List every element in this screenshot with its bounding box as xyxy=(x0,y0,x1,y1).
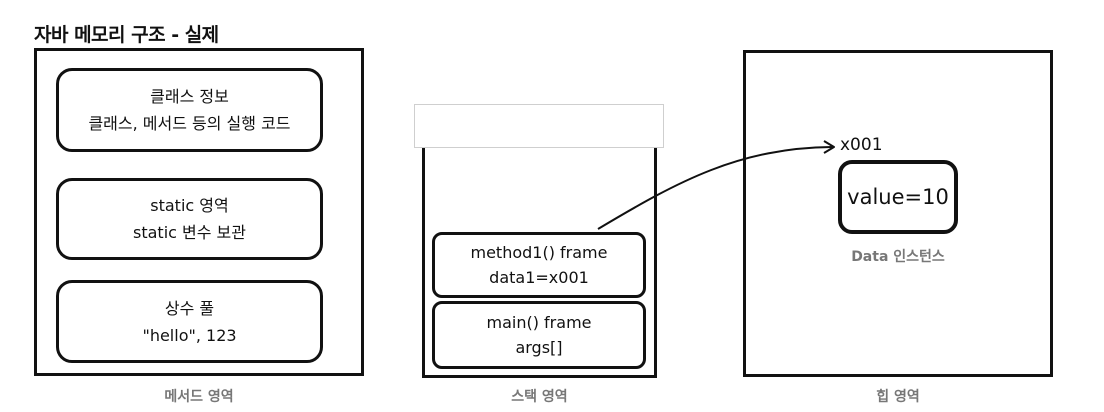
constant-pool-box: 상수 풀 "hello", 123 xyxy=(56,280,323,363)
stack-frame-main: main() frame args[] xyxy=(432,301,646,369)
frame-name: method1() frame xyxy=(470,243,608,262)
constant-pool-title: 상수 풀 xyxy=(164,298,215,318)
frame-name: main() frame xyxy=(486,313,592,332)
class-info-box: 클래스 정보 클래스, 메서드 등의 실행 코드 xyxy=(56,68,323,152)
diagram-title: 자바 메모리 구조 - 실제 xyxy=(34,24,219,46)
data-instance-label: Data 인스턴스 xyxy=(851,249,945,265)
frame-variable: args[] xyxy=(515,338,563,357)
static-area-desc: static 변수 보관 xyxy=(133,223,246,242)
constant-pool-values: "hello", 123 xyxy=(142,325,237,345)
heap-area xyxy=(743,50,1053,377)
heap-area-caption: 힙 영역 xyxy=(876,389,920,405)
method-area-caption: 메서드 영역 xyxy=(164,389,234,405)
stack-frame-method1: method1() frame data1=x001 xyxy=(432,232,646,298)
class-info-desc: 클래스, 메서드 등의 실행 코드 xyxy=(88,114,291,133)
stack-empty-slot xyxy=(414,104,664,148)
reference-arrow-line xyxy=(597,146,833,230)
instance-value: value=10 xyxy=(847,185,949,209)
static-area-box: static 영역 static 변수 보관 xyxy=(56,178,323,260)
data-instance-box: value=10 xyxy=(838,160,958,234)
reference-arrow-head xyxy=(823,140,835,154)
static-area-title: static 영역 xyxy=(150,196,229,215)
stack-area-caption: 스택 영역 xyxy=(511,389,568,405)
instance-address: x001 xyxy=(840,135,883,155)
stack-area xyxy=(422,146,657,378)
frame-variable: data1=x001 xyxy=(489,268,589,287)
class-info-title: 클래스 정보 xyxy=(150,87,229,106)
